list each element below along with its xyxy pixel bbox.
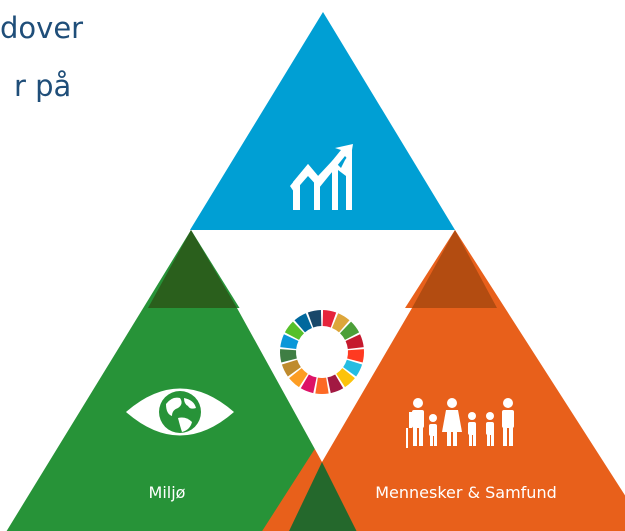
sdg-wheel-segment: [339, 321, 360, 340]
label-forretning: Forretning: [277, 249, 359, 268]
intro-text: dover r på: [0, 6, 83, 108]
sdg-wheel-segment: [284, 321, 305, 340]
sdg-wheel-segment: [345, 334, 364, 349]
sdg-wheel-segment: [280, 334, 299, 349]
family-icon: [406, 398, 514, 448]
sdg-wheel-segment: [327, 374, 344, 394]
sdg-wheel-segment: [343, 359, 363, 377]
sdg-wheel-segment: [315, 377, 329, 394]
label-mennesker-samfund: Mennesker & Samfund: [375, 483, 557, 502]
sdg-wheel-segment: [281, 359, 301, 377]
sdg-wheel-segment: [336, 368, 355, 388]
sdg-wheel-segment: [300, 374, 317, 394]
sdg-wheel-icon: [280, 310, 364, 394]
sdg-wheel-segment: [294, 313, 312, 333]
label-miljo: Miljø: [149, 483, 186, 502]
sdg-wheel-segment: [332, 313, 350, 333]
intro-line-2: r på: [14, 69, 72, 103]
sdg-wheel-segment: [289, 368, 308, 388]
left-triangle-miljo: [6, 230, 379, 531]
sdg-wheel-segment: [322, 310, 337, 328]
top-triangle-forretning: [190, 12, 455, 230]
growth-chart-icon: [290, 144, 353, 210]
sdg-wheel-segment: [347, 349, 364, 363]
sdg-wheel-segment: [280, 349, 297, 363]
overlap-top-right: [412, 230, 497, 308]
intro-line-1: dover: [0, 11, 84, 45]
eye-globe-icon: [126, 388, 234, 436]
overlap-top-left: [148, 230, 237, 308]
overlap-bottom: [289, 462, 357, 531]
right-triangle-mennesker: [262, 230, 625, 531]
sdg-wheel-segment: [307, 310, 322, 328]
